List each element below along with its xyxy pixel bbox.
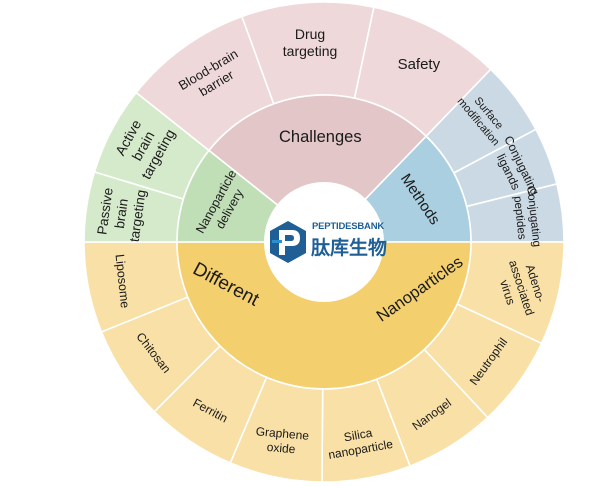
label-silica-nanoparticle-line: Silica	[343, 426, 374, 445]
center-hub	[264, 182, 384, 302]
label-passive-brain-targeting-line: targeting	[127, 189, 149, 243]
label-graphene-oxide: Grapheneoxide	[254, 424, 310, 457]
peptidesbank-logo-icon	[270, 221, 306, 263]
label-liposome: Liposome	[112, 253, 132, 308]
label-graphene-oxide-line: oxide	[266, 440, 296, 456]
brand-logo: PEPTIDESBANK 肽库生物	[266, 214, 390, 270]
label-conjugating-peptides-line: peptides	[511, 196, 528, 241]
label-passive-brain-targeting: Passivebraintargeting	[94, 184, 149, 243]
label-passive-brain-targeting-line: brain	[112, 198, 131, 230]
label-drug-targeting-line: Drug	[295, 26, 325, 42]
inner-ring	[176, 94, 472, 390]
label-challenges: Challenges	[279, 128, 362, 146]
logo-accent-bar	[272, 240, 282, 243]
outer-ring	[83, 1, 565, 483]
label-graphene-oxide-line: Graphene	[255, 424, 310, 443]
label-liposome-line: Liposome	[112, 253, 132, 308]
label-challenges-line: Challenges	[279, 128, 362, 146]
logo-letter-p	[279, 230, 300, 255]
label-safety: Safety	[398, 56, 441, 73]
brand-name-chinese: 肽库生物	[311, 237, 388, 259]
brand-name-english: PEPTIDESBANK	[312, 221, 385, 232]
label-drug-targeting-line: targeting	[283, 43, 337, 59]
label-safety-line: Safety	[398, 56, 441, 73]
label-passive-brain-targeting-line: Passive	[94, 187, 115, 236]
